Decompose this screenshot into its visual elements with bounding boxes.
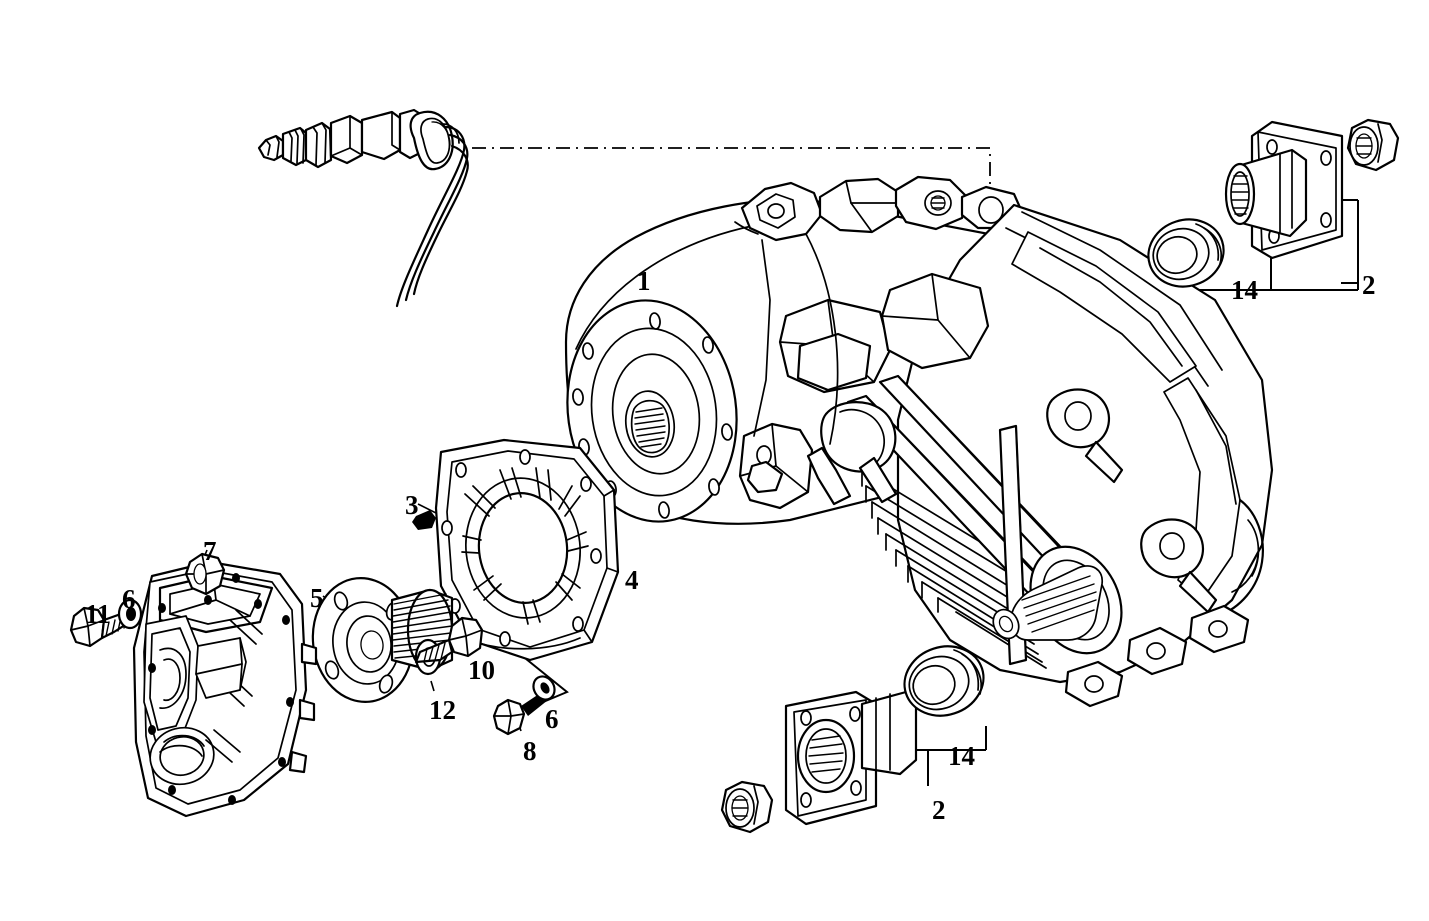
transfer-case-housing-main xyxy=(564,175,1274,708)
callout-14-rear: 14 xyxy=(1231,275,1258,305)
front-yoke-spline-teeth xyxy=(808,735,844,773)
callout-7: 7 xyxy=(203,536,217,566)
callout-10: 10 xyxy=(468,655,495,685)
lock-washer-6b xyxy=(532,675,556,701)
callout-1: 1 xyxy=(637,266,651,296)
bearing-retainer-cover-plate xyxy=(434,438,620,662)
callout-4: 4 xyxy=(625,565,639,595)
callout-6-upper: 6 xyxy=(122,584,136,614)
lock-washer-6a xyxy=(117,598,143,630)
callout-12: 12 xyxy=(429,695,456,725)
front-output-spline-teeth xyxy=(1021,575,1097,633)
rear-yoke-spline-teeth xyxy=(1231,175,1250,215)
callout-14-front: 14 xyxy=(948,741,975,771)
hex-head-bolt-10 xyxy=(414,616,484,664)
callout-2-front: 2 xyxy=(932,795,946,825)
callout-8: 8 xyxy=(523,736,537,766)
hex-nut-7 xyxy=(184,552,226,596)
retainer-radial-ribs xyxy=(461,467,589,625)
rear-output-flange-yoke-assembly xyxy=(1147,118,1400,288)
callout-6-lower: 6 xyxy=(545,704,559,734)
callout-2-rear: 2 xyxy=(1362,270,1376,300)
callout-3: 3 xyxy=(405,490,419,520)
spline-teeth-center xyxy=(634,407,666,448)
callout-11: 11 xyxy=(85,599,111,629)
front-output-flange-yoke-assembly xyxy=(720,645,985,834)
callout-5: 5 xyxy=(310,583,324,613)
rear-extension-housing-cover xyxy=(132,560,318,818)
dowel-pin xyxy=(412,510,436,530)
leader-12 xyxy=(430,680,435,692)
speed-sensor-switch-assembly xyxy=(257,108,469,308)
